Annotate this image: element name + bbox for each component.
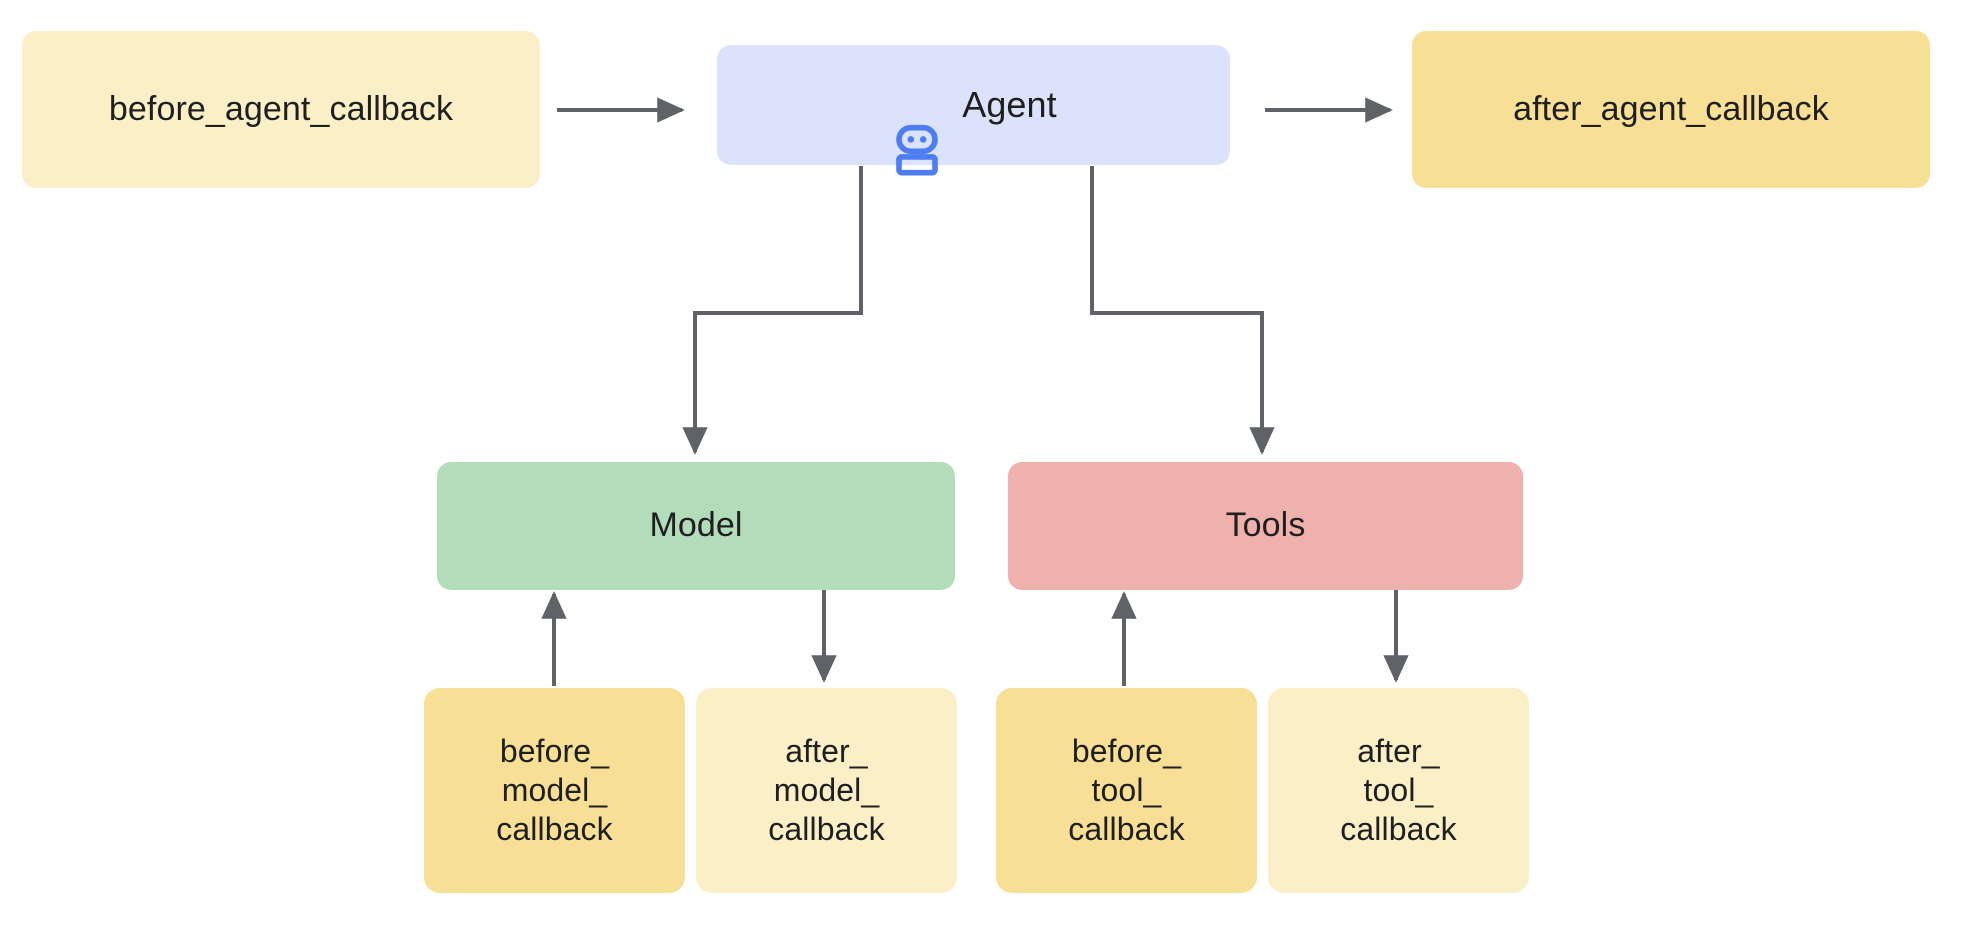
node-model-label: Model xyxy=(649,506,743,545)
edge-agent-to-model xyxy=(682,166,863,455)
node-before-model-callback-label: before_ model_ callback xyxy=(496,732,613,848)
node-before-agent-callback-label: before_agent_callback xyxy=(108,89,454,128)
node-after-model-callback[interactable]: after_ model_ callback xyxy=(696,688,957,893)
node-after-model-callback-label: after_ model_ callback xyxy=(768,732,885,848)
node-tools[interactable]: Tools xyxy=(1008,462,1523,590)
node-after-agent-callback-label: after_agent_callback xyxy=(1513,89,1829,128)
node-before-model-callback[interactable]: before_ model_ callback xyxy=(424,688,685,893)
node-agent-label: Agent xyxy=(962,84,1057,126)
node-after-tool-callback[interactable]: after_ tool_ callback xyxy=(1268,688,1529,893)
node-after-tool-callback-label: after_ tool_ callback xyxy=(1340,732,1457,848)
node-tools-label: Tools xyxy=(1225,506,1306,545)
node-before-tool-callback-label: before_ tool_ callback xyxy=(1068,732,1185,848)
edge-agent-to-tools xyxy=(1090,166,1275,455)
node-model[interactable]: Model xyxy=(437,462,955,590)
node-agent[interactable]: Agent xyxy=(717,45,1230,176)
robot-icon xyxy=(890,78,944,176)
node-before-agent-callback[interactable]: before_agent_callback xyxy=(22,31,540,188)
node-before-tool-callback[interactable]: before_ tool_ callback xyxy=(996,688,1257,893)
node-after-agent-callback[interactable]: after_agent_callback xyxy=(1412,31,1930,188)
